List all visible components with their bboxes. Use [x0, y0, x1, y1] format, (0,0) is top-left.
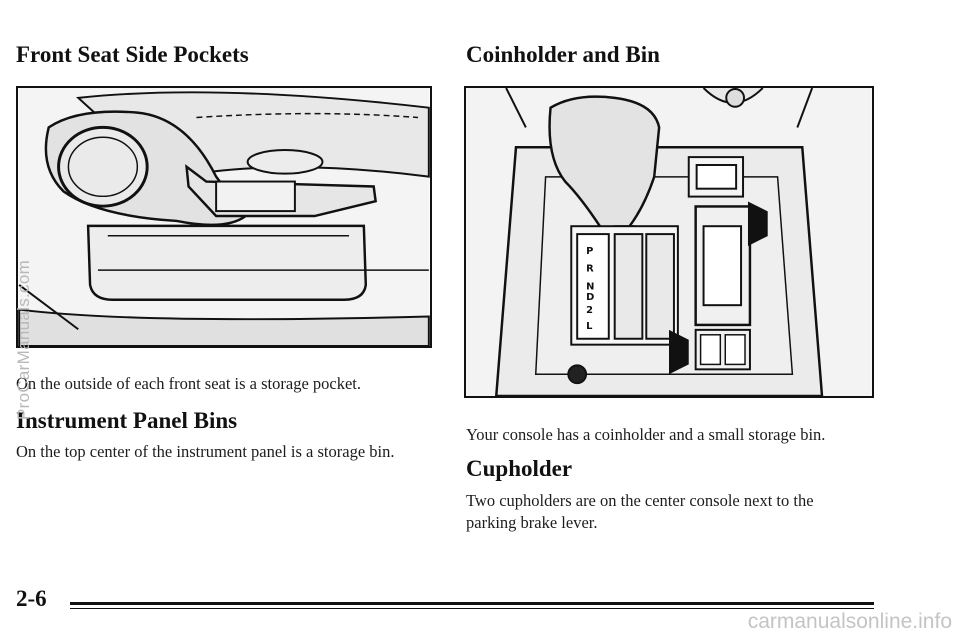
console-drawing: P R N D 2 L	[466, 88, 872, 396]
console-coinholder-illustration: P R N D 2 L	[464, 86, 874, 398]
shifter-label-n: N	[586, 281, 594, 292]
page-number: 2-6	[16, 586, 47, 611]
front-seat-pocket-caption: On the outside of each front seat is a s…	[16, 374, 362, 393]
shifter-label-r: R	[586, 264, 594, 275]
seat-pocket-drawing	[18, 88, 430, 346]
front-seat-side-pockets-title: Front Seat Side Pockets	[16, 42, 249, 67]
seat-side-pocket-illustration	[16, 86, 432, 348]
instrument-panel-bins-text: On the top center of the instrument pane…	[16, 442, 395, 461]
footer-rule-thin	[70, 608, 874, 609]
instrument-panel-bins-title: Instrument Panel Bins	[16, 408, 238, 433]
shifter-label-d: D	[586, 292, 594, 303]
coinholder-arrow-icon	[669, 329, 689, 375]
shifter-label-p: P	[586, 246, 593, 257]
footer-rule-thick	[70, 602, 874, 605]
coinholder-caption: Your console has a coinholder and a smal…	[466, 425, 826, 444]
bin-arrow-icon	[747, 201, 768, 246]
bottom-watermark: carmanualsonline.info	[747, 610, 952, 633]
cupholder-title: Cupholder	[466, 456, 573, 481]
coinholder-and-bin-title: Coinholder and Bin	[466, 42, 660, 67]
side-watermark: ProCarManuals.com	[14, 259, 33, 420]
shifter-label-l: L	[586, 321, 593, 332]
shifter-label-2: 2	[586, 305, 593, 316]
cupholder-text: Two cupholders are on the center console…	[466, 491, 814, 532]
